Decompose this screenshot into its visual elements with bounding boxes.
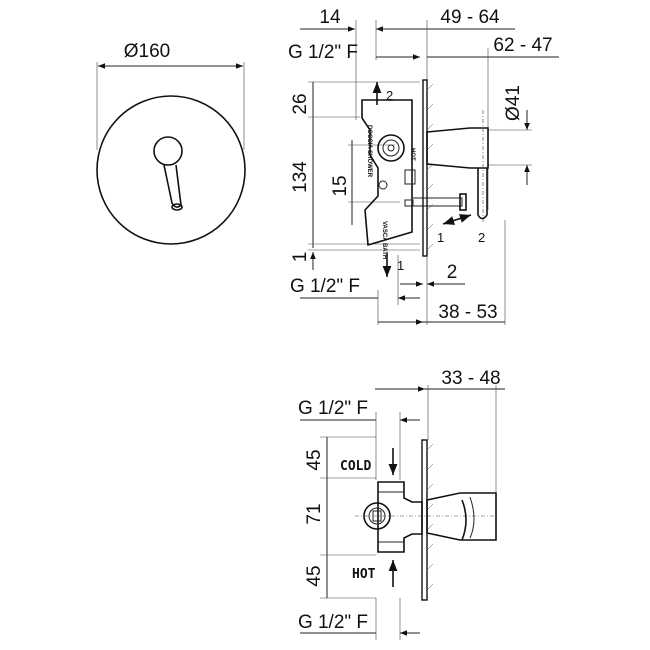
mixer-body: [361, 99, 413, 247]
body-bolt: [378, 180, 388, 190]
dim-1-label: 1: [290, 252, 311, 263]
inlet-inner: [382, 139, 400, 157]
dim-49-64-label: 49 - 64: [440, 7, 500, 28]
side-view-bottom: 33 - 48 G 1/2" F 45 71 45 COLD HOT: [298, 368, 505, 640]
cold-label: COLD: [340, 459, 371, 474]
thread-bottom-label: G 1/2" F: [290, 276, 360, 297]
dim-26-label: 26: [290, 93, 311, 114]
body-text-bottom: VASCA BATH: [381, 221, 387, 259]
rotation-arrow: [442, 214, 472, 225]
handle-lever: [163, 164, 182, 208]
body-text-top: DOCCIA SHOWER: [366, 125, 372, 178]
wall-hatch-2: [426, 443, 434, 591]
valve-body: [377, 481, 423, 553]
inlet-core: [387, 144, 395, 152]
handle-knob: [153, 136, 183, 166]
inlet-outer: [377, 134, 405, 162]
dim-33-48-label: 33 - 48: [441, 368, 500, 389]
arrow-1-label: 1: [397, 258, 404, 273]
lever-tip: [171, 203, 183, 211]
front-view: Ø160: [96, 41, 246, 245]
dim-71-label: 71: [304, 503, 325, 524]
spindle: [411, 197, 463, 207]
spindle-knob: [459, 193, 467, 211]
rotate-2-label: 2: [478, 230, 485, 245]
handle-body-2: [426, 492, 497, 541]
lever-end: [477, 214, 488, 220]
handle-curve: [461, 499, 467, 541]
dim-45-bottom-label: 45: [304, 565, 325, 586]
thread-top-label: G 1/2" F: [288, 42, 358, 63]
side-view-top: 14 49 - 64 G 1/2" F 62 - 47 26 134 1 15 …: [288, 7, 559, 325]
wall-cover-plate: [422, 79, 428, 257]
dim-diam41-label: Ø41: [503, 85, 524, 121]
body-nut: [404, 169, 416, 185]
handle-curve-inner: [469, 496, 475, 539]
thread-top-label-2: G 1/2" F: [298, 398, 368, 419]
dim-15-label: 15: [330, 175, 351, 196]
spindle-seat: [404, 199, 414, 207]
hot-label: HOT: [352, 567, 376, 582]
dim-45-top-label: 45: [304, 449, 325, 470]
dim-62-47-label: 62 - 47: [493, 35, 552, 56]
dim-2-label: 2: [447, 262, 458, 283]
dim-134-label: 134: [290, 161, 311, 193]
rotate-1-label: 1: [437, 230, 444, 245]
handle-body: [426, 127, 489, 169]
diameter-160-label: Ø160: [124, 41, 170, 62]
wall-hatch: [426, 83, 434, 251]
arrow-2-label: 2: [386, 88, 393, 103]
dim-14-label: 14: [319, 7, 341, 28]
thread-bottom-label-2: G 1/2" F: [298, 612, 368, 633]
hot-mark: HOT: [409, 148, 415, 161]
dim-38-53-label: 38 - 53: [438, 302, 497, 323]
cover-plate-circle: [96, 95, 246, 245]
